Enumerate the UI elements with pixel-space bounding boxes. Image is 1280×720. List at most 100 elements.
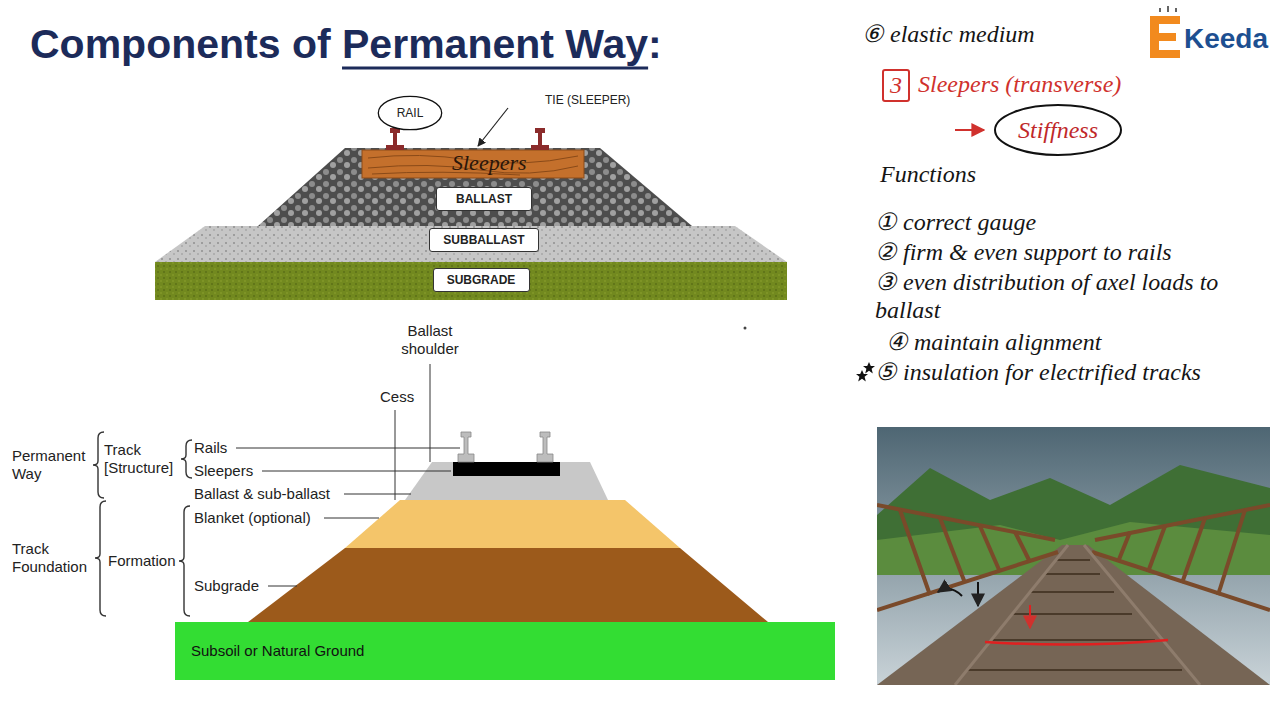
photo-sleeper	[1055, 559, 1090, 561]
track-rails	[955, 545, 1200, 685]
leader-line	[268, 586, 297, 587]
group-label: Permanent Way	[12, 447, 96, 483]
bottom-section	[93, 327, 768, 623]
leader-lines	[236, 364, 460, 586]
layer-tag: SUBBALLAST	[429, 228, 539, 252]
truss-member	[980, 526, 1000, 572]
function-item: ① correct gauge	[875, 208, 1036, 236]
brace	[179, 506, 190, 616]
node-text: SUBGRADE	[447, 273, 516, 287]
note-arrow	[955, 129, 984, 131]
part-label: TIE (SLEEPER)	[545, 93, 630, 107]
leader-line	[236, 448, 460, 449]
logo-letter	[1150, 16, 1180, 58]
sleeper	[453, 462, 560, 476]
leader-line	[395, 410, 396, 500]
node-text: RAIL	[397, 106, 424, 120]
group-label: Formation	[108, 552, 176, 570]
group-label: Track [Structure]	[104, 441, 184, 477]
photo-sleeper	[1030, 591, 1114, 593]
dot	[744, 327, 747, 330]
photo-sleeper	[968, 669, 1182, 671]
truss-member	[1015, 532, 1030, 562]
brace	[93, 432, 104, 498]
circled-label: RAIL	[377, 95, 443, 131]
ground-band: Subsoil or Natural Ground	[175, 622, 835, 680]
part-label: Ballast shoulder	[392, 322, 468, 358]
circled-note: Stiffness	[993, 103, 1123, 157]
sleeper	[362, 150, 584, 178]
part-label: Sleepers	[194, 462, 253, 480]
blanket-layer	[345, 500, 680, 548]
truss-member	[1118, 532, 1130, 562]
part-label: Subgrade	[194, 577, 259, 595]
node-text-group: RAIL	[397, 106, 424, 120]
layer-tag: SUBGRADE	[433, 268, 530, 292]
ellipse-outline	[995, 105, 1121, 155]
function-item: ③ even distribution of axel loads to bal…	[875, 268, 1270, 324]
star-mark	[863, 362, 875, 374]
handwritten-label: Sleepers	[452, 151, 527, 175]
part-label: Cess	[380, 388, 414, 406]
bridge-photo	[877, 427, 1270, 685]
leader-arrow	[478, 108, 508, 146]
node-text: SUBBALLAST	[443, 233, 524, 247]
leader-line	[430, 364, 431, 462]
rail-profile	[537, 432, 553, 462]
boxed-number: 3	[882, 69, 910, 102]
function-item: ⑤ insulation for electrified tracks	[875, 358, 1270, 386]
node-text: Stiffness	[1018, 116, 1098, 145]
node-text: Subsoil or Natural Ground	[191, 642, 364, 660]
rail-profile	[386, 128, 404, 150]
subgrade-layer	[248, 548, 768, 622]
leader-line	[262, 471, 451, 472]
part-label: Rails	[194, 439, 227, 457]
black-mark	[977, 582, 979, 606]
handwritten-note: Sleepers (transverse)	[918, 70, 1121, 98]
logo-mark	[1150, 6, 1180, 58]
node-text-group: Subsoil or Natural Ground	[191, 642, 364, 660]
leader-line	[344, 494, 411, 495]
truss-member	[900, 510, 930, 595]
group-label: Track Foundation	[12, 540, 98, 576]
truss-left	[877, 505, 1058, 610]
brace	[95, 501, 106, 616]
ballast-layer	[405, 462, 608, 500]
function-item: ② firm & even support to rails	[875, 238, 1172, 266]
photo-sleeper	[992, 639, 1155, 641]
subgrade-layer	[155, 262, 787, 300]
braces	[93, 432, 192, 616]
node-text-group: 3	[890, 71, 902, 100]
node-text-group: SUBBALLAST	[443, 233, 524, 247]
function-item: ④ maintain alignment	[886, 328, 1101, 356]
handwritten-note: ⑥ elastic medium	[862, 20, 1035, 48]
page-title: Components of Permanent Way:	[30, 20, 662, 68]
bridge-deck	[877, 545, 1270, 685]
node-text-group: Stiffness	[1018, 116, 1098, 145]
red-mark	[985, 640, 1168, 645]
node-text: BALLAST	[456, 192, 512, 206]
black-mark	[938, 589, 962, 596]
node-text-group: SUBGRADE	[447, 273, 516, 287]
top-section	[155, 108, 787, 300]
rail-profile	[458, 432, 474, 462]
logo-text: Keeda	[1184, 22, 1268, 56]
truss-member	[1218, 510, 1245, 595]
truss-right	[1092, 505, 1270, 610]
node-text: 3	[890, 71, 902, 100]
part-label: Ballast & sub-ballast	[194, 485, 330, 503]
track-sleepers	[968, 560, 1182, 670]
sky	[877, 427, 1270, 685]
truss-member	[1182, 518, 1205, 583]
logo-circuit	[1160, 6, 1176, 12]
ellipse-outline	[378, 96, 441, 129]
truss-member	[940, 518, 965, 583]
subballast-layer	[155, 226, 787, 262]
leader-line	[324, 518, 379, 519]
node-text-group: BALLAST	[456, 192, 512, 206]
ballast-layer	[258, 148, 692, 226]
part-label: Blanket (optional)	[194, 509, 311, 527]
note-heading: Functions	[880, 160, 976, 188]
photo-rail	[1084, 545, 1200, 685]
